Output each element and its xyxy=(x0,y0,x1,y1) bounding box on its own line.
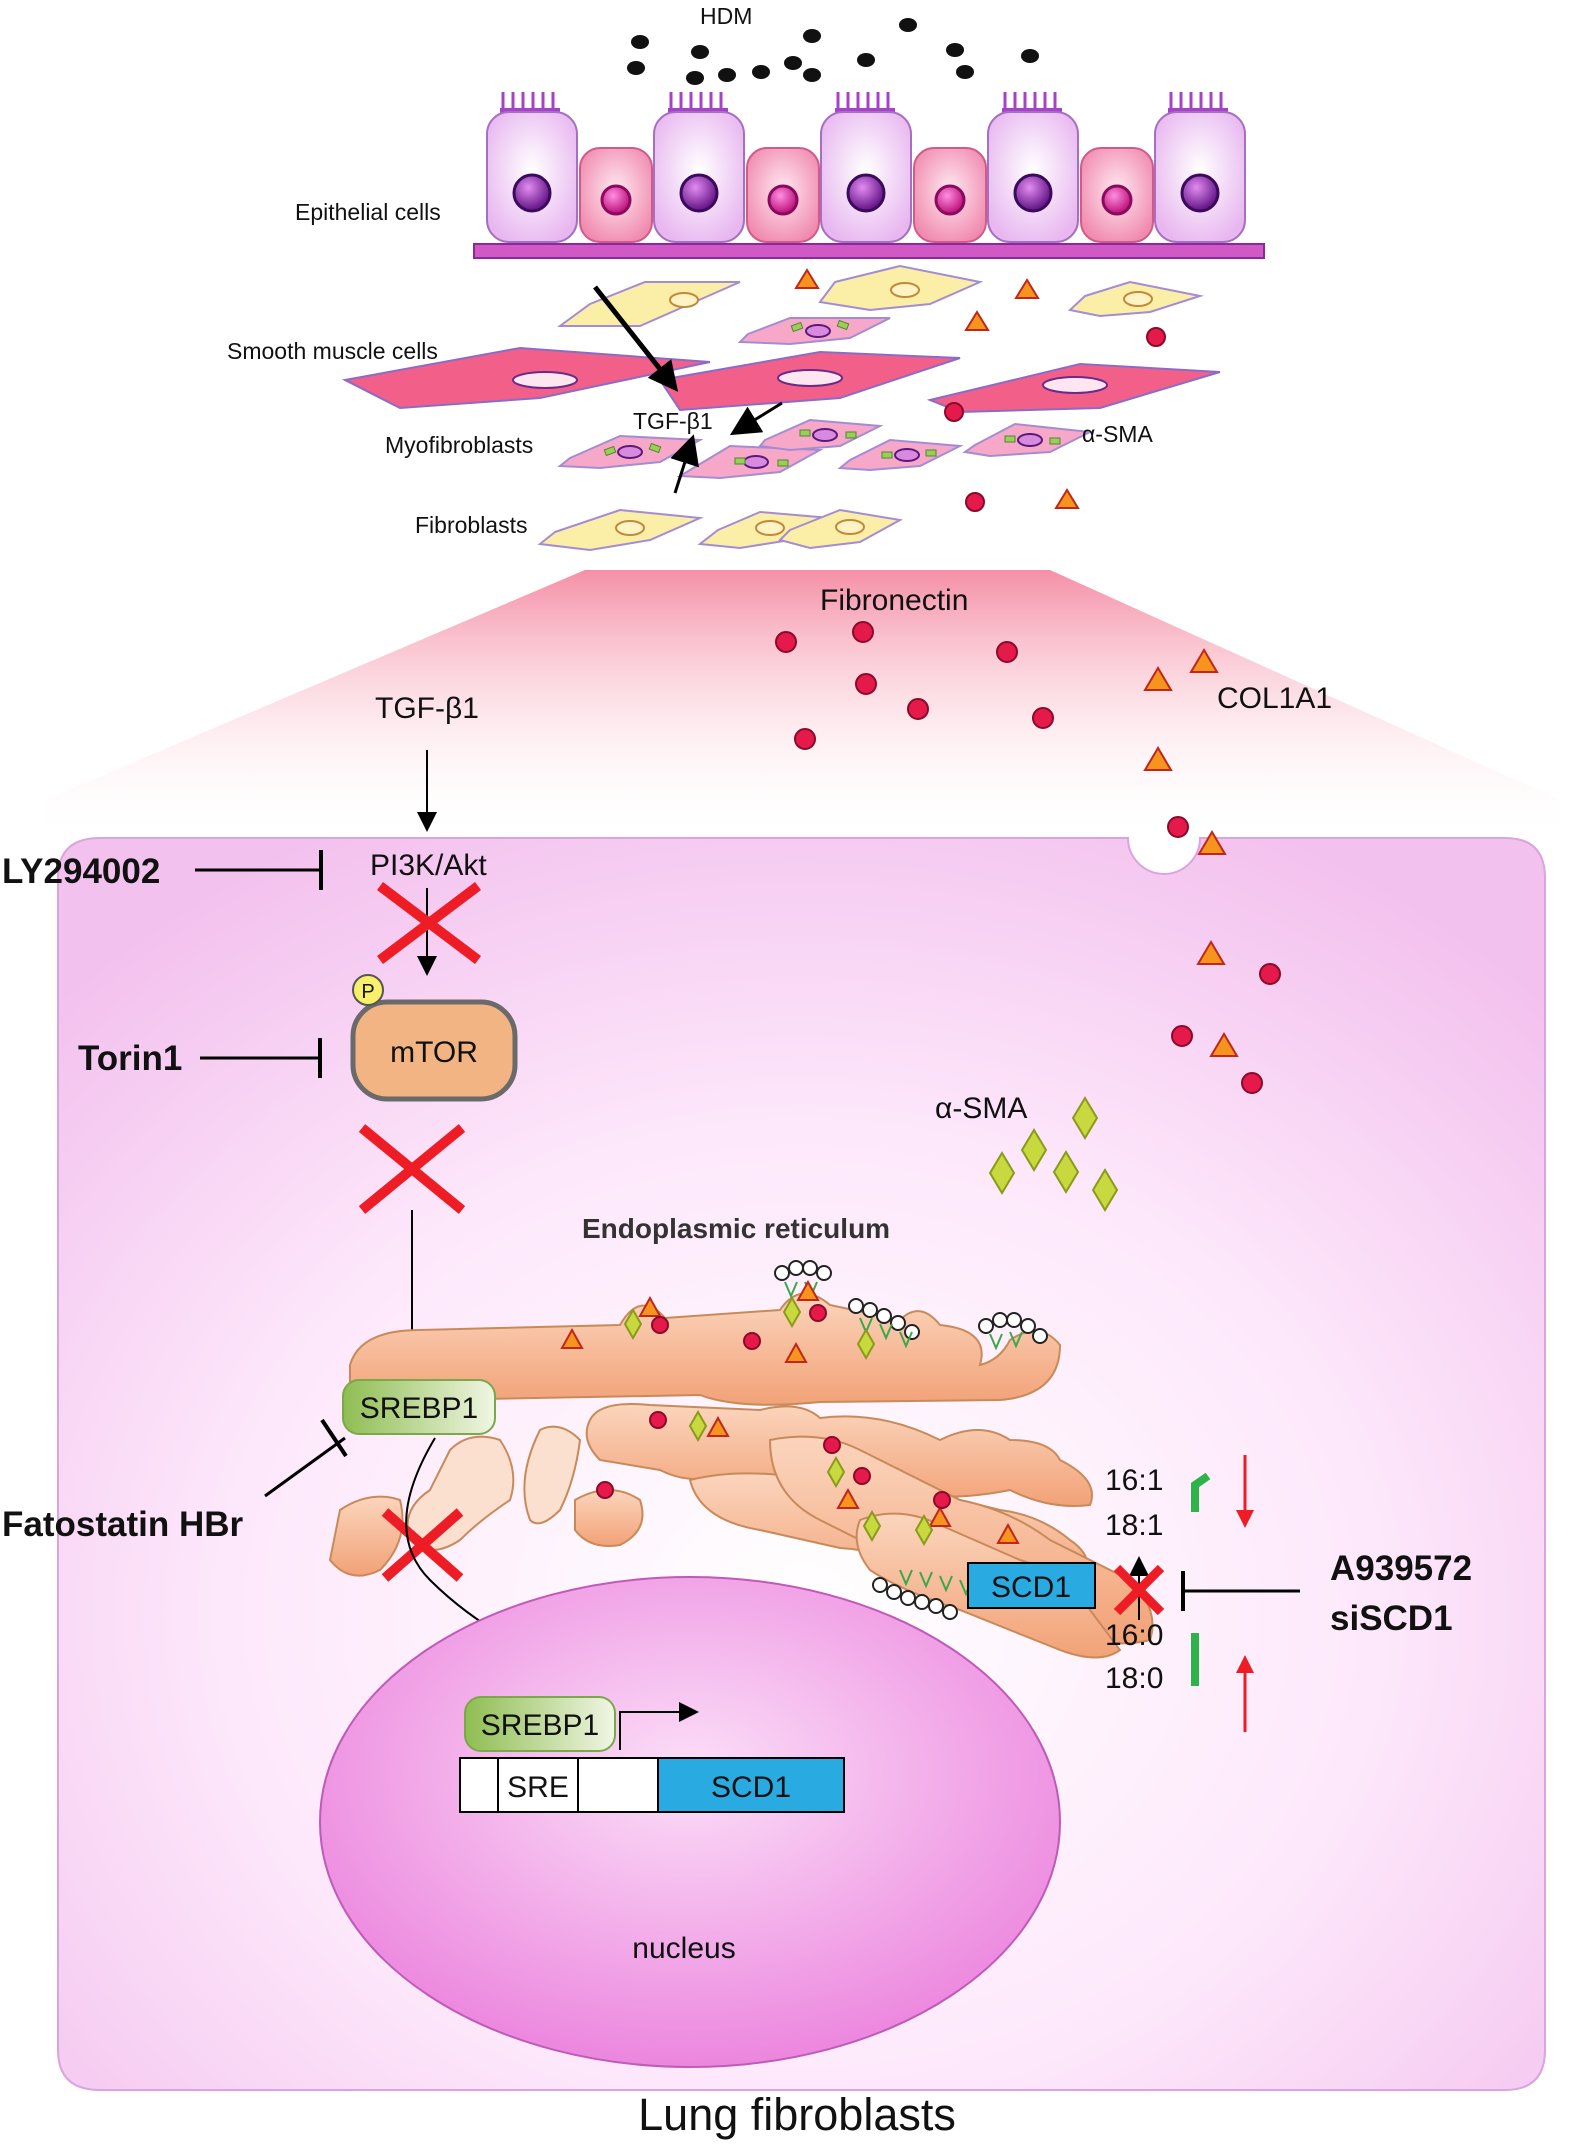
fatostatin-label: Fatostatin HBr xyxy=(2,1505,244,1544)
epithelial-layer xyxy=(473,92,1265,259)
nucleus-label: nucleus xyxy=(632,1932,735,1965)
asma-top-label: α-SMA xyxy=(1082,421,1153,447)
asma-diamonds xyxy=(988,1096,1119,1212)
sre-label: SRE xyxy=(507,1771,569,1804)
smooth-muscle-cells-label: Smooth muscle cells xyxy=(227,338,438,364)
fibroblasts-label: Fibroblasts xyxy=(415,512,527,538)
hdm-label: HDM xyxy=(700,3,752,29)
col1a1-triangles xyxy=(1143,648,1239,1057)
tgf-main-label: TGF-β1 xyxy=(375,692,479,725)
er-block-x xyxy=(381,1508,464,1582)
zoom-funnel xyxy=(45,570,1560,840)
myofibroblasts-label: Myofibroblasts xyxy=(385,432,533,458)
fibroblast-to-tgf-arrow xyxy=(670,434,699,494)
srebp1-nucleus-label: SREBP1 xyxy=(481,1709,599,1742)
ly294002-label: LY294002 xyxy=(2,852,160,891)
srebp1-nucleus-node xyxy=(464,1696,616,1752)
scd1-block-x xyxy=(1113,1564,1165,1616)
er-label: Endoplasmic reticulum xyxy=(582,1213,890,1244)
promoter-box-right xyxy=(577,1757,659,1813)
fa-160-label: 16:0 xyxy=(1105,1619,1163,1652)
scd1-protein-label: SCD1 xyxy=(991,1571,1071,1604)
fibronectin-label: Fibronectin xyxy=(820,584,968,617)
nucleus xyxy=(319,1576,1061,2068)
smc-to-tgf-arrow xyxy=(729,401,783,436)
fa-180-label: 18:0 xyxy=(1105,1662,1163,1695)
phospho-badge xyxy=(352,974,384,1006)
tgf-top-label: TGF-β1 xyxy=(633,408,713,434)
hdm-particles xyxy=(627,18,1039,85)
mtor-label: mTOR xyxy=(390,1036,478,1069)
unsaturated-green-mark xyxy=(1191,1472,1211,1512)
submucosa-cells xyxy=(341,264,1221,552)
scd1-protein-box xyxy=(967,1562,1096,1609)
epithelial-cells-label: Epithelial cells xyxy=(295,199,441,225)
phospho-label: P xyxy=(361,981,374,1003)
lung-fibroblasts-caption: Lung fibroblasts xyxy=(638,2089,956,2140)
fatostatin-inhibit-line xyxy=(264,1436,346,1498)
fatostatin-inhibit-bar xyxy=(320,1418,348,1458)
fibronectin-dots xyxy=(775,621,1281,1094)
mtor-block-x xyxy=(358,1124,466,1214)
fa-161-label: 16:1 xyxy=(1105,1464,1163,1497)
srebp1-er-label: SREBP1 xyxy=(360,1392,478,1425)
col1a1-label: COL1A1 xyxy=(1217,682,1332,715)
a939572-label: A939572 xyxy=(1330,1549,1472,1588)
mtor-node xyxy=(350,999,518,1102)
pi3k-akt-label: PI3K/Akt xyxy=(370,849,487,882)
promoter-box-left xyxy=(459,1757,499,1813)
hdm-to-tgf-arrow xyxy=(593,285,679,392)
srebp1-er-node xyxy=(342,1379,496,1435)
scd1-gene-box xyxy=(657,1757,845,1813)
fa-181-label: 18:1 xyxy=(1105,1509,1163,1542)
pi3k-block-x xyxy=(376,882,482,964)
transcription-start-arrow xyxy=(619,1702,699,1750)
asma-cell-label: α-SMA xyxy=(935,1092,1027,1125)
siscd1-label: siSCD1 xyxy=(1330,1599,1453,1638)
torin1-label: Torin1 xyxy=(78,1039,182,1078)
scd1-gene-label: SCD1 xyxy=(711,1771,791,1804)
